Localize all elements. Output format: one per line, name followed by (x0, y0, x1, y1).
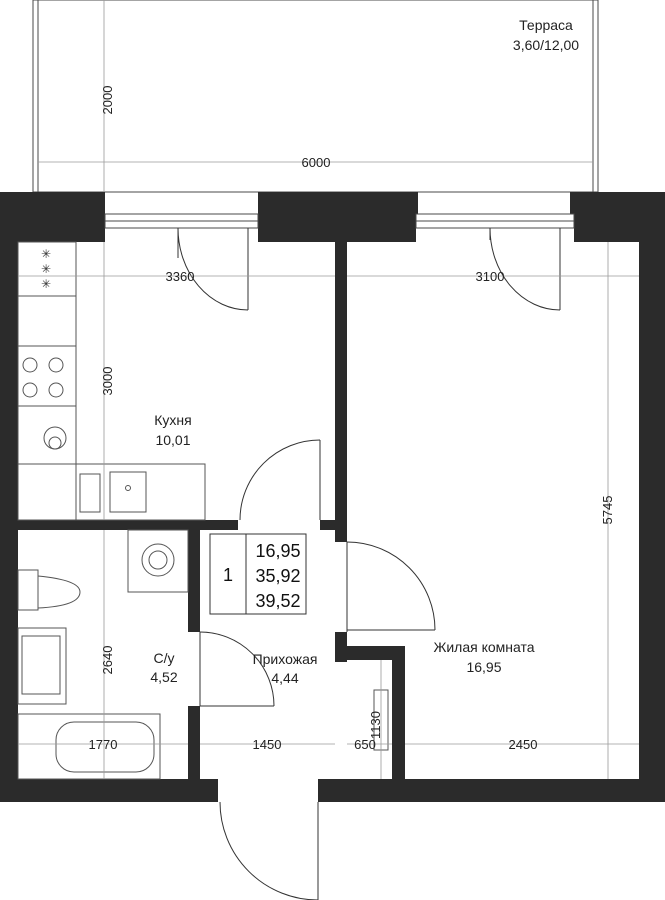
rooms-count: 1 (223, 565, 233, 585)
closet-depth-dim: 1130 (368, 711, 383, 739)
terrace-name: Терраса (519, 17, 573, 33)
living-depth-dim: 5745 (600, 496, 615, 525)
living-lower-width-dim: 2450 (509, 737, 538, 752)
bath-width-dim: 1770 (89, 737, 118, 752)
total-area: 35,92 (255, 566, 300, 586)
bath-depth-dim: 2640 (100, 646, 115, 675)
kitchen-name: Кухня (154, 412, 191, 428)
living-area: 16,95 (466, 659, 501, 675)
svg-text:✳: ✳ (41, 277, 51, 291)
bathroom-area: 4,52 (150, 669, 177, 685)
kitchen-area: 10,01 (155, 432, 190, 448)
terrace-depth-dim: 2000 (100, 86, 115, 115)
hallway-area: 4,44 (271, 670, 298, 686)
dimension-lines (18, 0, 639, 779)
closet-width-dim: 650 (354, 737, 376, 752)
kitchen-depth-dim: 3000 (100, 367, 115, 396)
living-name: Жилая комната (433, 639, 534, 655)
area-with-terrace: 39,52 (255, 591, 300, 611)
svg-text:✳: ✳ (41, 262, 51, 276)
kitchen-fixtures: ✳ ✳ ✳ (17, 241, 206, 521)
bathroom-name: С/у (154, 650, 175, 666)
terrace-width-dim: 6000 (302, 155, 331, 170)
summary-box (209, 533, 307, 615)
windows (104, 213, 575, 229)
living-width-dim: 3100 (476, 269, 505, 284)
kitchen-width-dim: 3360 (166, 269, 195, 284)
terrace-area: 3,60/12,00 (513, 37, 579, 53)
doors (177, 227, 561, 900)
walls (0, 192, 665, 802)
hall-width-dim: 1450 (253, 737, 282, 752)
living-area-total: 16,95 (255, 541, 300, 561)
bathroom-fixtures (17, 529, 189, 780)
labels: Терраса 3,60/12,00 2000 6000 3360 3100 3… (89, 17, 615, 752)
svg-text:✳: ✳ (41, 247, 51, 261)
hallway-name: Прихожая (253, 651, 318, 667)
